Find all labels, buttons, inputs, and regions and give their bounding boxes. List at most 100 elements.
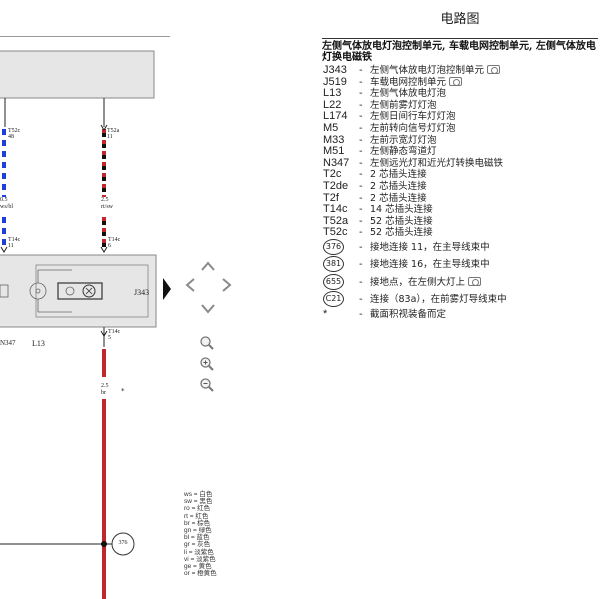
legend-description: 14 芯插头连接 xyxy=(370,204,433,216)
pan-up-button[interactable] xyxy=(201,256,215,271)
legend-code: T52a xyxy=(323,214,349,227)
color-key-entry: vi = 淡紫色 xyxy=(184,555,216,563)
legend-description: 52 芯插头连接 xyxy=(370,215,433,227)
connector-label: T52a xyxy=(107,128,120,134)
legend-item: T52c-52 芯插头连接 xyxy=(322,227,598,239)
legend-dash: - xyxy=(359,122,363,134)
legend-item-ground: 376 -接地连接 11，在主导线束中 xyxy=(322,238,598,257)
legend-description: 车载电网控制单元 xyxy=(370,76,463,89)
component-label-n347: N347 xyxy=(0,339,16,347)
legend-code: T14c xyxy=(323,203,348,216)
j343-unit-box xyxy=(0,254,157,328)
wire-size-label: 2.5 xyxy=(101,383,109,389)
legend-dash: - xyxy=(359,111,363,123)
legend-code: T2de xyxy=(323,179,349,192)
pin-label: 48 xyxy=(8,134,14,140)
legend-code: M51 xyxy=(323,145,345,158)
legend-dash: - xyxy=(359,241,363,253)
legend-code: N347 xyxy=(323,156,350,169)
legend-description: 左前转向信号灯灯泡 xyxy=(370,122,456,134)
legend-description: 左侧静态弯道灯 xyxy=(370,146,437,158)
camera-icon[interactable] xyxy=(449,76,463,86)
control-unit-j519-box xyxy=(0,50,155,99)
legend-item: T52a-52 芯插头连接 xyxy=(322,214,598,228)
ground-point-label: 376 xyxy=(118,540,128,546)
legend-code: M5 xyxy=(323,121,339,134)
zoom-out-button[interactable] xyxy=(199,377,215,393)
legend-heading: 左侧气体放电灯泡控制单元, 车载电网控制单元, 左侧气体放电灯换电磁铁 xyxy=(322,41,596,63)
ground-code-circle: 655 xyxy=(323,273,344,290)
wire-color-label: ws/bl xyxy=(0,204,14,210)
legend-code: T52c xyxy=(323,226,348,239)
pin-label: 6 xyxy=(108,243,111,249)
legend-item: *-截面积视装备而定 xyxy=(322,307,598,321)
circuit-diagram[interactable]: T52c 48 0.5 ws/bl T52a 11 2.5 rt/sw T14c… xyxy=(0,36,170,599)
legend-description: 左侧气体放电灯泡控制单元 xyxy=(370,65,501,77)
color-key-entry: br = 棕色 xyxy=(184,519,211,527)
legend-code: L13 xyxy=(323,87,342,100)
chevron-up-icon xyxy=(201,261,215,271)
page-title: 电路图 xyxy=(440,12,480,27)
pin-label: 5 xyxy=(108,335,111,341)
legend-dash: - xyxy=(359,99,363,111)
legend-dash: - xyxy=(359,146,363,158)
ground-code-circle: C21 xyxy=(323,291,344,308)
chevron-left-icon xyxy=(185,278,195,292)
legend-description: 左前示宽灯灯泡 xyxy=(370,134,437,146)
legend-description: 连接（83a），在前雾灯导线束中 xyxy=(370,294,507,306)
legend-item: L13-左侧气体放电灯泡 xyxy=(322,88,598,100)
legend-dash: - xyxy=(359,215,363,227)
wire-size-label: 2.5 xyxy=(101,197,109,203)
legend-dash: - xyxy=(359,294,363,306)
legend-dash: - xyxy=(359,134,363,146)
collapse-panel-arrow[interactable] xyxy=(163,278,171,300)
legend-item: M33 -左前示宽灯灯泡 xyxy=(322,133,598,147)
legend-code: J519 xyxy=(323,75,347,88)
wire-color-label: br xyxy=(101,390,106,396)
component-label-l13: L13 xyxy=(32,339,45,348)
camera-icon[interactable] xyxy=(487,65,501,74)
pan-left-button[interactable] xyxy=(185,277,195,292)
connector-label: T14c xyxy=(108,329,121,335)
zoom-fit-button[interactable] xyxy=(199,335,215,351)
legend-code: M33 xyxy=(323,133,345,146)
camera-icon[interactable] xyxy=(468,276,482,286)
legend-item: T14c-14 芯插头连接 xyxy=(322,204,598,216)
pin-label: 11 xyxy=(8,243,14,249)
ground-point-376 xyxy=(111,532,135,556)
legend-dash: - xyxy=(359,259,363,271)
wire-color-label: rt/sw xyxy=(101,204,113,210)
color-key-entry: ge = 黄色 xyxy=(184,563,212,571)
legend-dash: - xyxy=(359,88,363,100)
legend-code: T2c xyxy=(323,168,342,181)
legend-item: J519-车载电网控制单元 xyxy=(322,75,598,89)
legend-item: T2de-2 芯插头连接 xyxy=(322,179,598,193)
legend-code: * xyxy=(323,307,328,320)
chevron-right-icon xyxy=(222,278,232,292)
legend-item: N347-左侧远光灯和近光灯转换电磁铁 xyxy=(322,156,598,170)
legend-item-ground: C21 -连接（83a），在前雾灯导线束中 xyxy=(322,291,598,309)
legend-dash: - xyxy=(359,227,363,239)
legend-dash: - xyxy=(359,180,363,192)
legend-item-ground: 655-接地点，在左侧大灯上 xyxy=(322,273,598,292)
legend-item: M5 -左前转向信号灯灯泡 xyxy=(322,121,598,135)
legend-item: J343-左侧气体放电灯泡控制单元 xyxy=(322,64,598,77)
legend-item: L174-左侧日间行车灯灯泡 xyxy=(322,111,598,123)
color-key-entry: gr = 灰色 xyxy=(184,541,211,549)
legend-dash: - xyxy=(359,308,363,320)
zoom-in-button[interactable] xyxy=(199,356,215,372)
legend-dash: - xyxy=(359,276,363,288)
legend-description: 左侧前雾灯灯泡 xyxy=(370,99,437,111)
legend-description: 52 芯插头连接 xyxy=(370,227,433,239)
ground-code-circle: 376 xyxy=(323,238,344,255)
color-key-entry: sw = 黑色 xyxy=(184,498,213,506)
legend-dash: - xyxy=(359,192,363,204)
legend-description: 左侧日间行车灯灯泡 xyxy=(370,111,456,123)
legend-dash: - xyxy=(359,157,363,169)
pan-down-button[interactable] xyxy=(201,299,215,314)
legend-description: 接地连接 11，在主导线束中 xyxy=(370,241,490,253)
color-key-entry: bl = 蓝色 xyxy=(184,534,210,542)
pan-right-button[interactable] xyxy=(222,277,232,292)
component-legend: 左侧气体放电灯泡控制单元, 车载电网控制单元, 左侧气体放电灯换电磁铁 J343… xyxy=(322,38,598,321)
